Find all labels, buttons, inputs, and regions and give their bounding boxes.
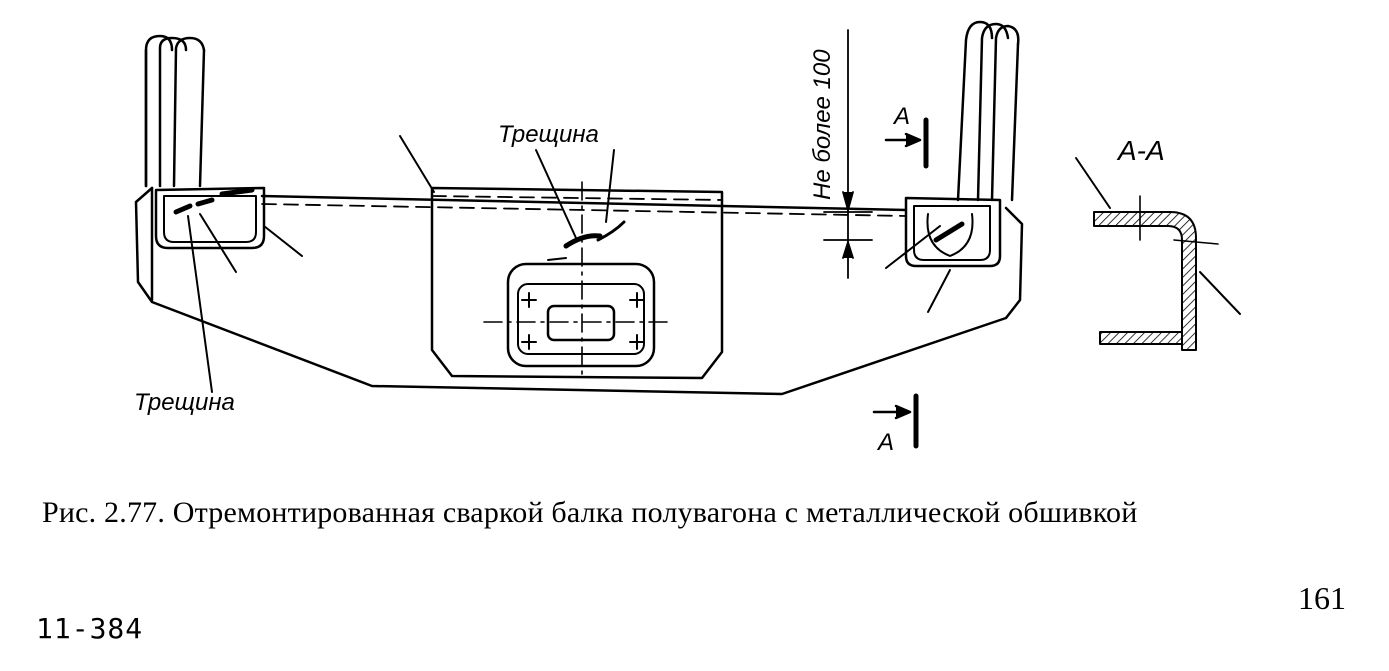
left-pocket [154, 186, 266, 250]
right-stanchion [956, 20, 1020, 202]
section-mark-bottom: А [876, 429, 894, 456]
figure-caption: Рис. 2.77. Отремонтированная сваркой бал… [42, 496, 1138, 529]
beam-drawing: Трещина Трещина Не более 100 А А А-А [134, 20, 1241, 456]
center-plate [430, 186, 724, 380]
section-title: А-А [1116, 135, 1165, 166]
beam-body [134, 186, 1024, 396]
page-number: 161 [1298, 580, 1346, 616]
print-code: 11-384 [36, 612, 144, 645]
section-a-a [1075, 157, 1241, 351]
section-mark-top: А [892, 103, 910, 130]
dimension-label: Не более 100 [809, 49, 836, 200]
crack-label-top: Трещина [498, 121, 599, 148]
crack-label-bottom: Трещина [134, 389, 235, 416]
right-pocket [904, 196, 1002, 268]
left-stanchion [144, 34, 206, 188]
